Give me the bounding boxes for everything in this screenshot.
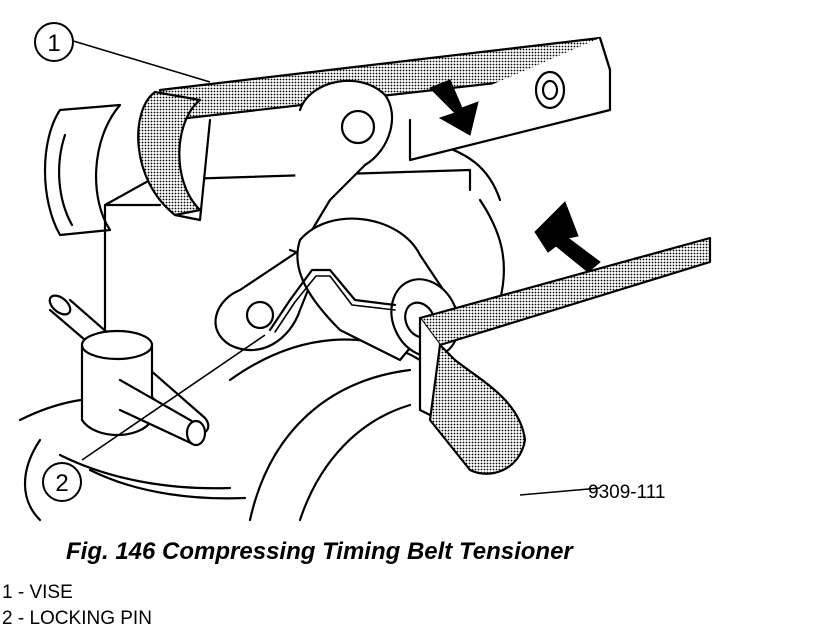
figure-id-label: 9309-111 bbox=[588, 482, 665, 503]
housing-curve bbox=[18, 338, 422, 422]
callout-2: 2 bbox=[42, 462, 82, 502]
legend-item-vise: 1 - VISE bbox=[2, 582, 73, 603]
svg-text:2: 2 bbox=[55, 470, 68, 497]
arm-pivot-hole bbox=[340, 109, 376, 145]
locking-pin bbox=[268, 268, 397, 332]
callout-1-leader bbox=[69, 39, 211, 83]
tensioner-illustration: 1 2 9309-111 bbox=[18, 22, 712, 522]
legend-item-locking-pin: 2 - LOCKING PIN bbox=[2, 608, 152, 629]
figure-caption: Fig. 146 Compressing Timing Belt Tension… bbox=[66, 538, 573, 565]
tensioner-arm bbox=[214, 79, 394, 352]
callout-1: 1 bbox=[34, 22, 74, 62]
figure-id-leader bbox=[519, 487, 601, 496]
arrow-down-right-icon bbox=[429, 79, 479, 136]
svg-text:1: 1 bbox=[47, 30, 60, 57]
arrow-up-left-icon bbox=[534, 201, 601, 273]
vise-lower-jaw-end bbox=[428, 343, 527, 475]
vise-upper-jaw-end bbox=[137, 90, 202, 217]
legend: 1 - VISE 2 - LOCKING PIN bbox=[2, 580, 152, 632]
vise-jaw-hole bbox=[534, 70, 566, 110]
right-lobe bbox=[478, 198, 506, 302]
engine-housing-left bbox=[43, 103, 122, 237]
vise-lower-jaw bbox=[418, 236, 712, 347]
callout-2-leader bbox=[81, 334, 266, 461]
